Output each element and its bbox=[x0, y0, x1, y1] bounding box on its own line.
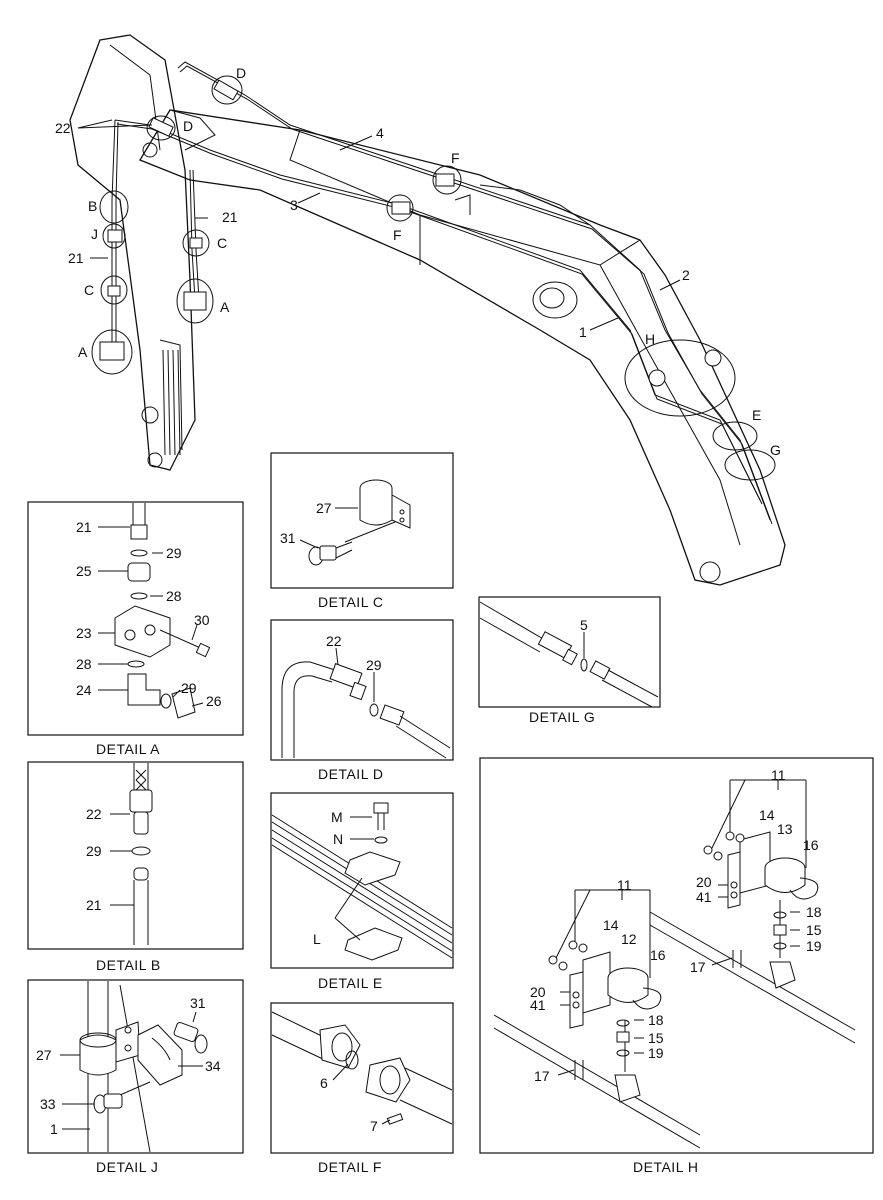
callout-details-a-labels-8: 24 bbox=[76, 682, 92, 698]
callout-a-left: A bbox=[78, 344, 88, 360]
callout-c-left: C bbox=[84, 282, 94, 298]
callout-22: 22 bbox=[55, 120, 71, 136]
callout-details-h-labels-5: 41 bbox=[696, 889, 712, 905]
callout-details-h-labels-11: 14 bbox=[603, 917, 619, 933]
caption-detail-d: DETAIL D bbox=[318, 766, 383, 782]
callout-details-h-labels-4: 20 bbox=[696, 874, 712, 890]
caption-detail-a: DETAIL A bbox=[96, 741, 160, 757]
callout-details-c-labels-1: 31 bbox=[280, 530, 296, 546]
callout-1: 1 bbox=[579, 324, 587, 340]
callout-details-a-labels-9: 26 bbox=[206, 693, 222, 709]
callout-details-b-labels-2: 21 bbox=[86, 897, 102, 913]
callout-details-a-labels-2: 25 bbox=[76, 563, 92, 579]
callout-details-h-labels-0: 11 bbox=[771, 767, 786, 783]
callout-details-j-labels-1: 27 bbox=[36, 1047, 52, 1063]
callout-g: G bbox=[770, 442, 781, 458]
callout-details-j-labels-2: 34 bbox=[205, 1058, 221, 1074]
callout-j: J bbox=[91, 226, 98, 242]
callout-details-b-labels-1: 29 bbox=[86, 843, 102, 859]
caption-detail-j: DETAIL J bbox=[96, 1159, 158, 1175]
callout-details-h-labels-6: 18 bbox=[806, 904, 822, 920]
callout-e: E bbox=[752, 407, 761, 423]
callout-2: 2 bbox=[682, 267, 690, 283]
callout-details-d-labels-1: 29 bbox=[366, 657, 382, 673]
caption-detail-b: DETAIL B bbox=[96, 957, 161, 973]
callout-details-h-labels-15: 41 bbox=[530, 997, 546, 1013]
callout-details-h-labels-10: 11 bbox=[617, 877, 632, 893]
callout-details-a-labels-5: 23 bbox=[76, 625, 92, 641]
detail-j: 31 27 34 33 1 DETAIL J bbox=[27, 979, 244, 1175]
callout-details-a-labels-4: 30 bbox=[194, 612, 210, 628]
callout-details-e-labels-0: M bbox=[331, 809, 343, 825]
callout-c-right: C bbox=[217, 235, 227, 251]
callout-details-h-labels-13: 16 bbox=[650, 947, 666, 963]
callout-f-upper: F bbox=[451, 150, 460, 166]
detail-e: M N L DETAIL E bbox=[270, 792, 454, 991]
callout-details-a-labels-0: 21 bbox=[76, 519, 92, 535]
callout-details-f-labels-0: 6 bbox=[320, 1075, 328, 1091]
callout-d-lower: D bbox=[183, 118, 193, 134]
detail-b: 22 29 21 DETAIL B bbox=[27, 761, 244, 973]
callout-4: 4 bbox=[376, 125, 384, 141]
callout-details-a-labels-6: 28 bbox=[76, 656, 92, 672]
callout-details-d-labels-0: 22 bbox=[326, 633, 342, 649]
callout-details-h-labels-8: 19 bbox=[806, 938, 822, 954]
callout-21-left: 21 bbox=[68, 250, 84, 266]
callout-details-c-labels-0: 27 bbox=[316, 500, 332, 516]
callout-details-j-labels-4: 1 bbox=[50, 1121, 58, 1137]
main-callouts: D D 22 4 F 3 F 21 B J C 21 C A 2 1 H E G… bbox=[55, 65, 781, 458]
callout-details-h-labels-14: 20 bbox=[530, 984, 546, 1000]
detail-h: 11 14 13 16 20 41 18 15 19 17 11 14 12 1… bbox=[479, 757, 874, 1175]
detail-g: 5 DETAIL G bbox=[478, 596, 661, 725]
callout-details-f-labels-1: 7 bbox=[370, 1118, 378, 1134]
caption-detail-c: DETAIL C bbox=[318, 594, 383, 610]
callout-b: B bbox=[88, 198, 97, 214]
detail-c: 27 31 DETAIL C bbox=[270, 452, 454, 610]
callout-d-upper: D bbox=[236, 65, 246, 81]
callout-details-j-labels-3: 33 bbox=[40, 1096, 56, 1112]
callout-details-a-labels-1: 29 bbox=[166, 545, 182, 561]
callout-details-a-labels-3: 28 bbox=[166, 588, 182, 604]
caption-detail-f: DETAIL F bbox=[318, 1159, 382, 1175]
callout-details-e-labels-2: L bbox=[313, 931, 321, 947]
callout-h: H bbox=[645, 331, 655, 347]
callout-3: 3 bbox=[290, 197, 298, 213]
detail-d: 22 29 DETAIL D bbox=[270, 619, 454, 782]
boom-assembly bbox=[69, 34, 786, 586]
callout-details-h-labels-12: 12 bbox=[621, 931, 637, 947]
callout-details-h-labels-2: 13 bbox=[777, 821, 793, 837]
callout-details-b-labels-0: 22 bbox=[86, 806, 102, 822]
caption-detail-h: DETAIL H bbox=[633, 1159, 698, 1175]
callout-details-a-labels-7: 29 bbox=[181, 680, 197, 696]
callout-details-h-labels-7: 15 bbox=[806, 922, 822, 938]
caption-detail-e: DETAIL E bbox=[318, 975, 383, 991]
callout-details-h-labels-18: 19 bbox=[648, 1045, 664, 1061]
callout-details-h-labels-3: 16 bbox=[803, 837, 819, 853]
detail-a: 21 29 25 28 30 23 28 29 24 26 DETAIL A bbox=[27, 501, 244, 757]
detail-f: 6 7 DETAIL F bbox=[270, 1002, 454, 1175]
caption-detail-g: DETAIL G bbox=[529, 709, 595, 725]
callout-f-lower: F bbox=[393, 227, 402, 243]
callout-details-h-labels-1: 14 bbox=[759, 807, 775, 823]
callout-a-right: A bbox=[220, 299, 230, 315]
callout-details-h-labels-17: 15 bbox=[648, 1030, 664, 1046]
callout-details-g-labels-0: 5 bbox=[580, 617, 588, 633]
callout-details-h-labels-16: 18 bbox=[648, 1012, 664, 1028]
callout-details-j-labels-0: 31 bbox=[190, 995, 206, 1011]
callout-details-h-labels-9: 17 bbox=[690, 959, 706, 975]
callout-details-e-labels-1: N bbox=[333, 831, 343, 847]
callout-21-right: 21 bbox=[222, 209, 238, 225]
callout-details-h-labels-19: 17 bbox=[534, 1068, 550, 1084]
